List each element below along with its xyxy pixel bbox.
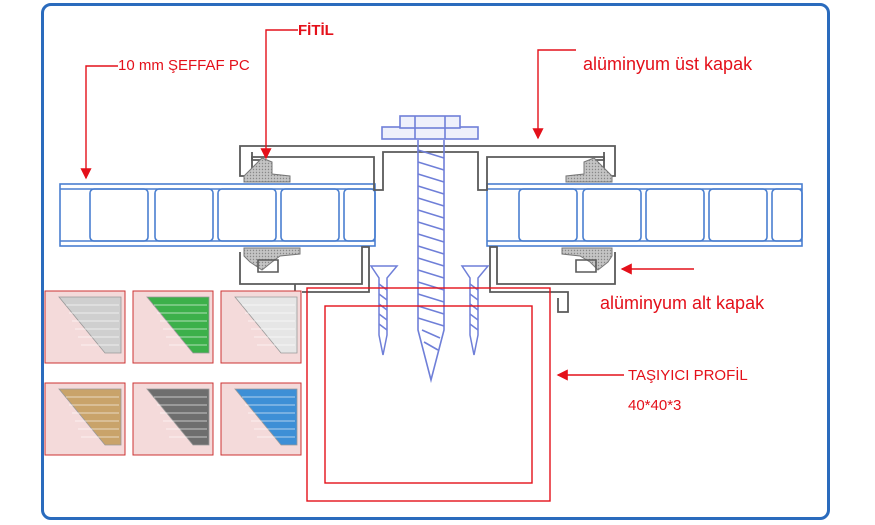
gaskets: [243, 157, 613, 273]
gasket-label: FİTİL: [298, 22, 334, 39]
right-polycarbonate-sheet: [486, 183, 803, 247]
swatch-blue: [220, 382, 302, 456]
bottom-cap-label: alüminyum alt kapak: [600, 293, 765, 313]
left-polycarbonate-sheet: [59, 183, 376, 247]
swatch-opal: [220, 290, 302, 364]
swatch-clear: [44, 290, 126, 364]
color-swatches: [44, 290, 302, 456]
top-cap-label: alüminyum üst kapak: [583, 54, 753, 74]
swatch-smoke: [132, 382, 214, 456]
swatch-green: [132, 290, 214, 364]
side-screws: [369, 265, 490, 356]
main-screw: [381, 115, 479, 384]
carrier-profile: [306, 287, 551, 502]
leader-lines: [80, 29, 694, 381]
polycarbonate-label: 10 mm ŞEFFAF PC: [118, 57, 250, 74]
carrier-profile-label: TAŞIYICI PROFİL: [628, 367, 748, 384]
swatch-bronze: [44, 382, 126, 456]
carrier-size-label: 40*40*3: [628, 397, 682, 414]
